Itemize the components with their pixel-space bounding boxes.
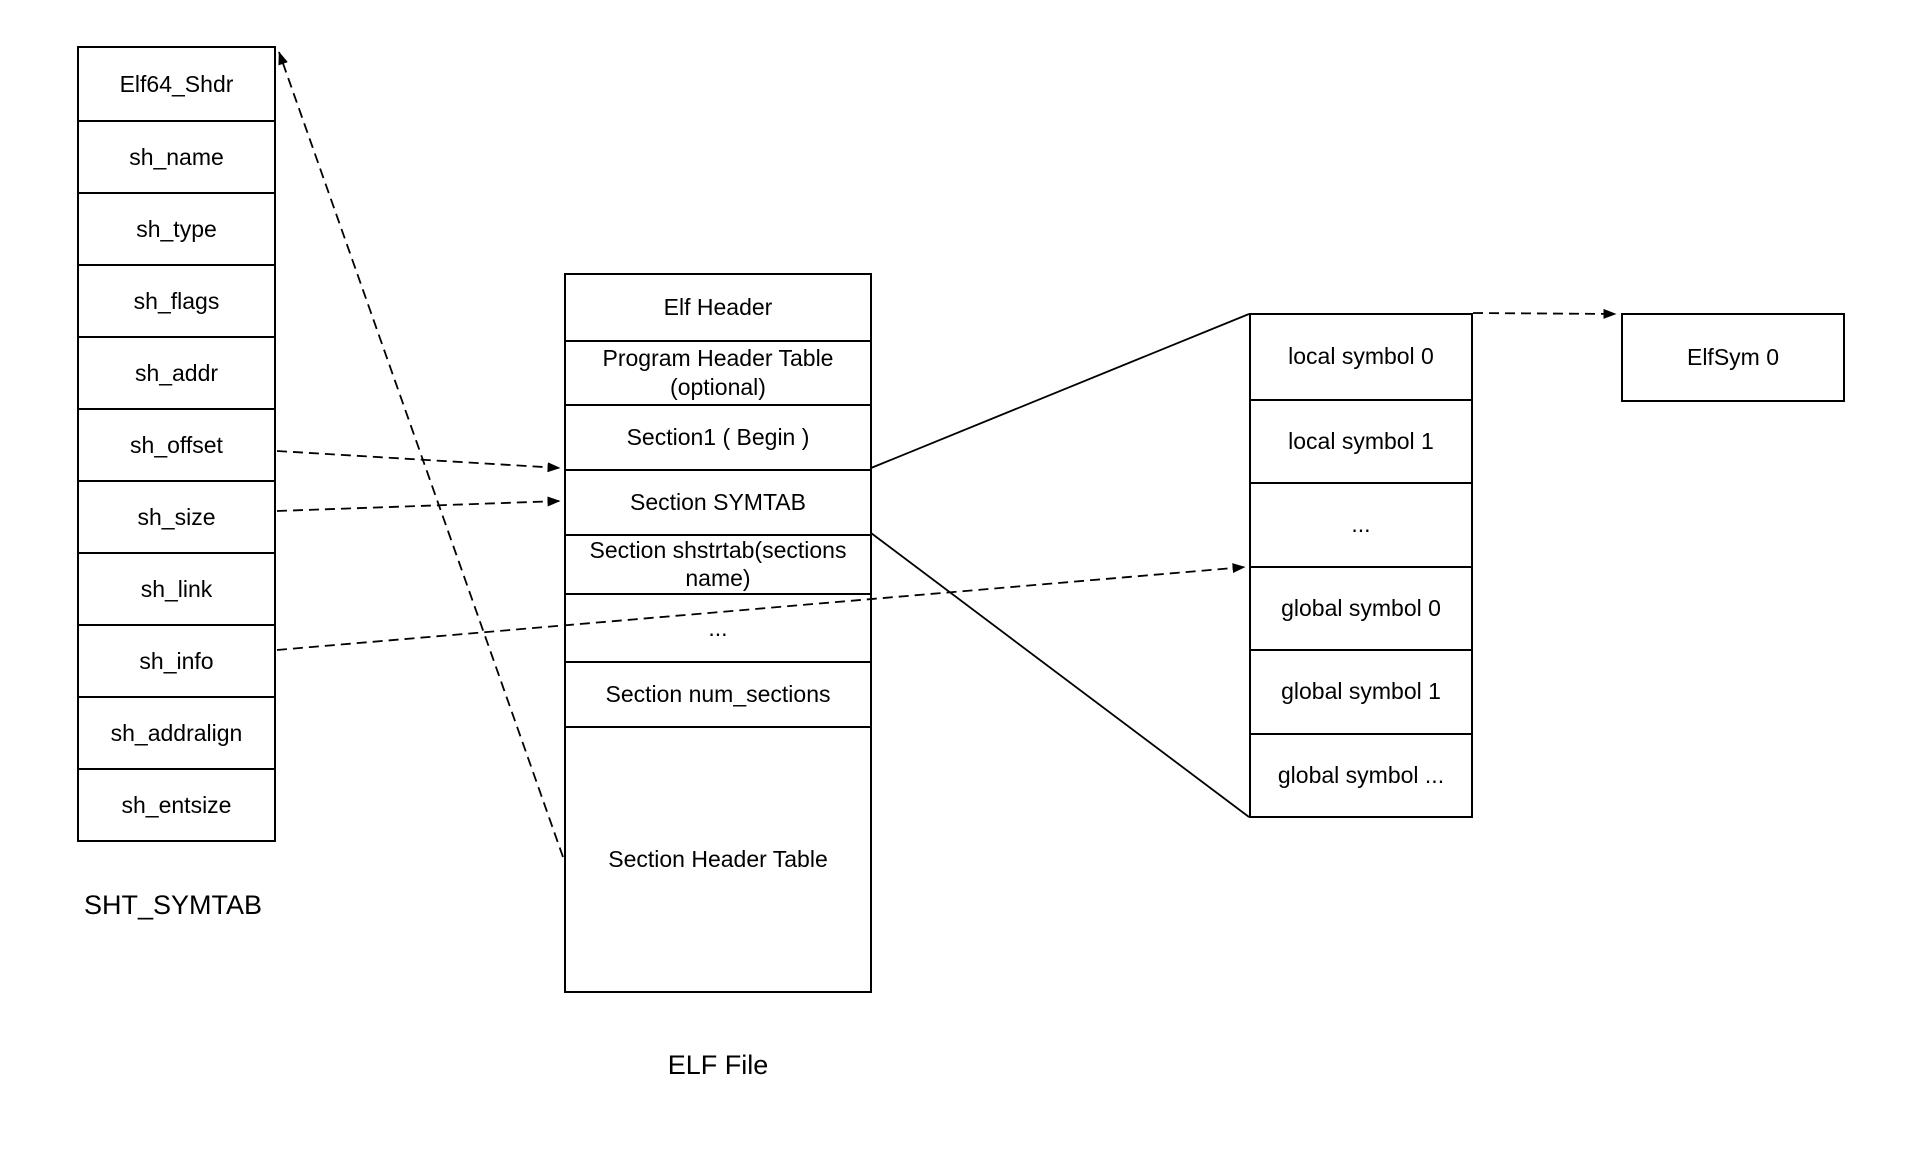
arrow-sh-offset-to-section-symtab — [276, 450, 561, 473]
row-elf-header: Elf Header — [663, 293, 773, 320]
row-local-symbol-1: local symbol 1 — [1251, 398, 1471, 483]
symtab-expansion-line-top — [870, 313, 1250, 469]
arrow-local-symbol-0-to-elfsym-0 — [1472, 308, 1617, 319]
row-sh-size: sh_size — [79, 480, 274, 552]
row-sh-offset: sh_offset — [79, 408, 274, 480]
row-sh-addr: sh_addr — [79, 336, 274, 408]
row-global-symbol-more: global symbol ... — [1251, 732, 1471, 817]
elf-file-caption: ELF File — [667, 1050, 769, 1080]
elf64-shdr-table: Elf64_Shdr sh_name sh_type sh_flags sh_a… — [77, 46, 276, 842]
row-sh-type: sh_type — [79, 192, 274, 264]
row-sh-info: sh_info — [79, 624, 274, 696]
elf-file-table: Elf Header Program Header Table (optiona… — [564, 273, 872, 993]
row-sh-flags: sh_flags — [79, 264, 274, 336]
row-elf64-shdr: Elf64_Shdr — [119, 70, 234, 97]
row-section1-begin: Section1 ( Begin ) — [566, 404, 870, 469]
elfsym0-box: ElfSym 0 — [1621, 313, 1845, 402]
row-section-ellipsis: ... — [566, 593, 870, 661]
symtab-contents-table: local symbol 0 local symbol 1 ... global… — [1249, 313, 1473, 818]
row-program-header-table: Program Header Table (optional) — [566, 339, 870, 405]
row-section-symtab: Section SYMTAB — [566, 468, 870, 534]
row-section-num-sections: Section num_sections — [566, 660, 870, 727]
symtab-expansion-line-bottom — [870, 532, 1250, 818]
row-symbols-ellipsis: ... — [1251, 482, 1471, 566]
row-global-symbol-1: global symbol 1 — [1251, 649, 1471, 733]
row-section-shstrtab: Section shstrtab(sections name) — [566, 533, 870, 594]
row-local-symbol-0: local symbol 0 — [1288, 343, 1434, 370]
sht-symtab-caption: SHT_SYMTAB — [84, 890, 263, 920]
arrow-sh-size-to-section-symtab — [276, 496, 561, 512]
row-section-header-table: Section Header Table — [566, 726, 870, 991]
arrow-section-header-table-to-elf64-shdr — [278, 51, 564, 858]
row-sh-link: sh_link — [79, 552, 274, 624]
row-sh-entsize: sh_entsize — [79, 768, 274, 840]
row-global-symbol-0: global symbol 0 — [1251, 565, 1471, 650]
row-sh-name: sh_name — [79, 120, 274, 192]
row-sh-addralign: sh_addralign — [79, 696, 274, 768]
